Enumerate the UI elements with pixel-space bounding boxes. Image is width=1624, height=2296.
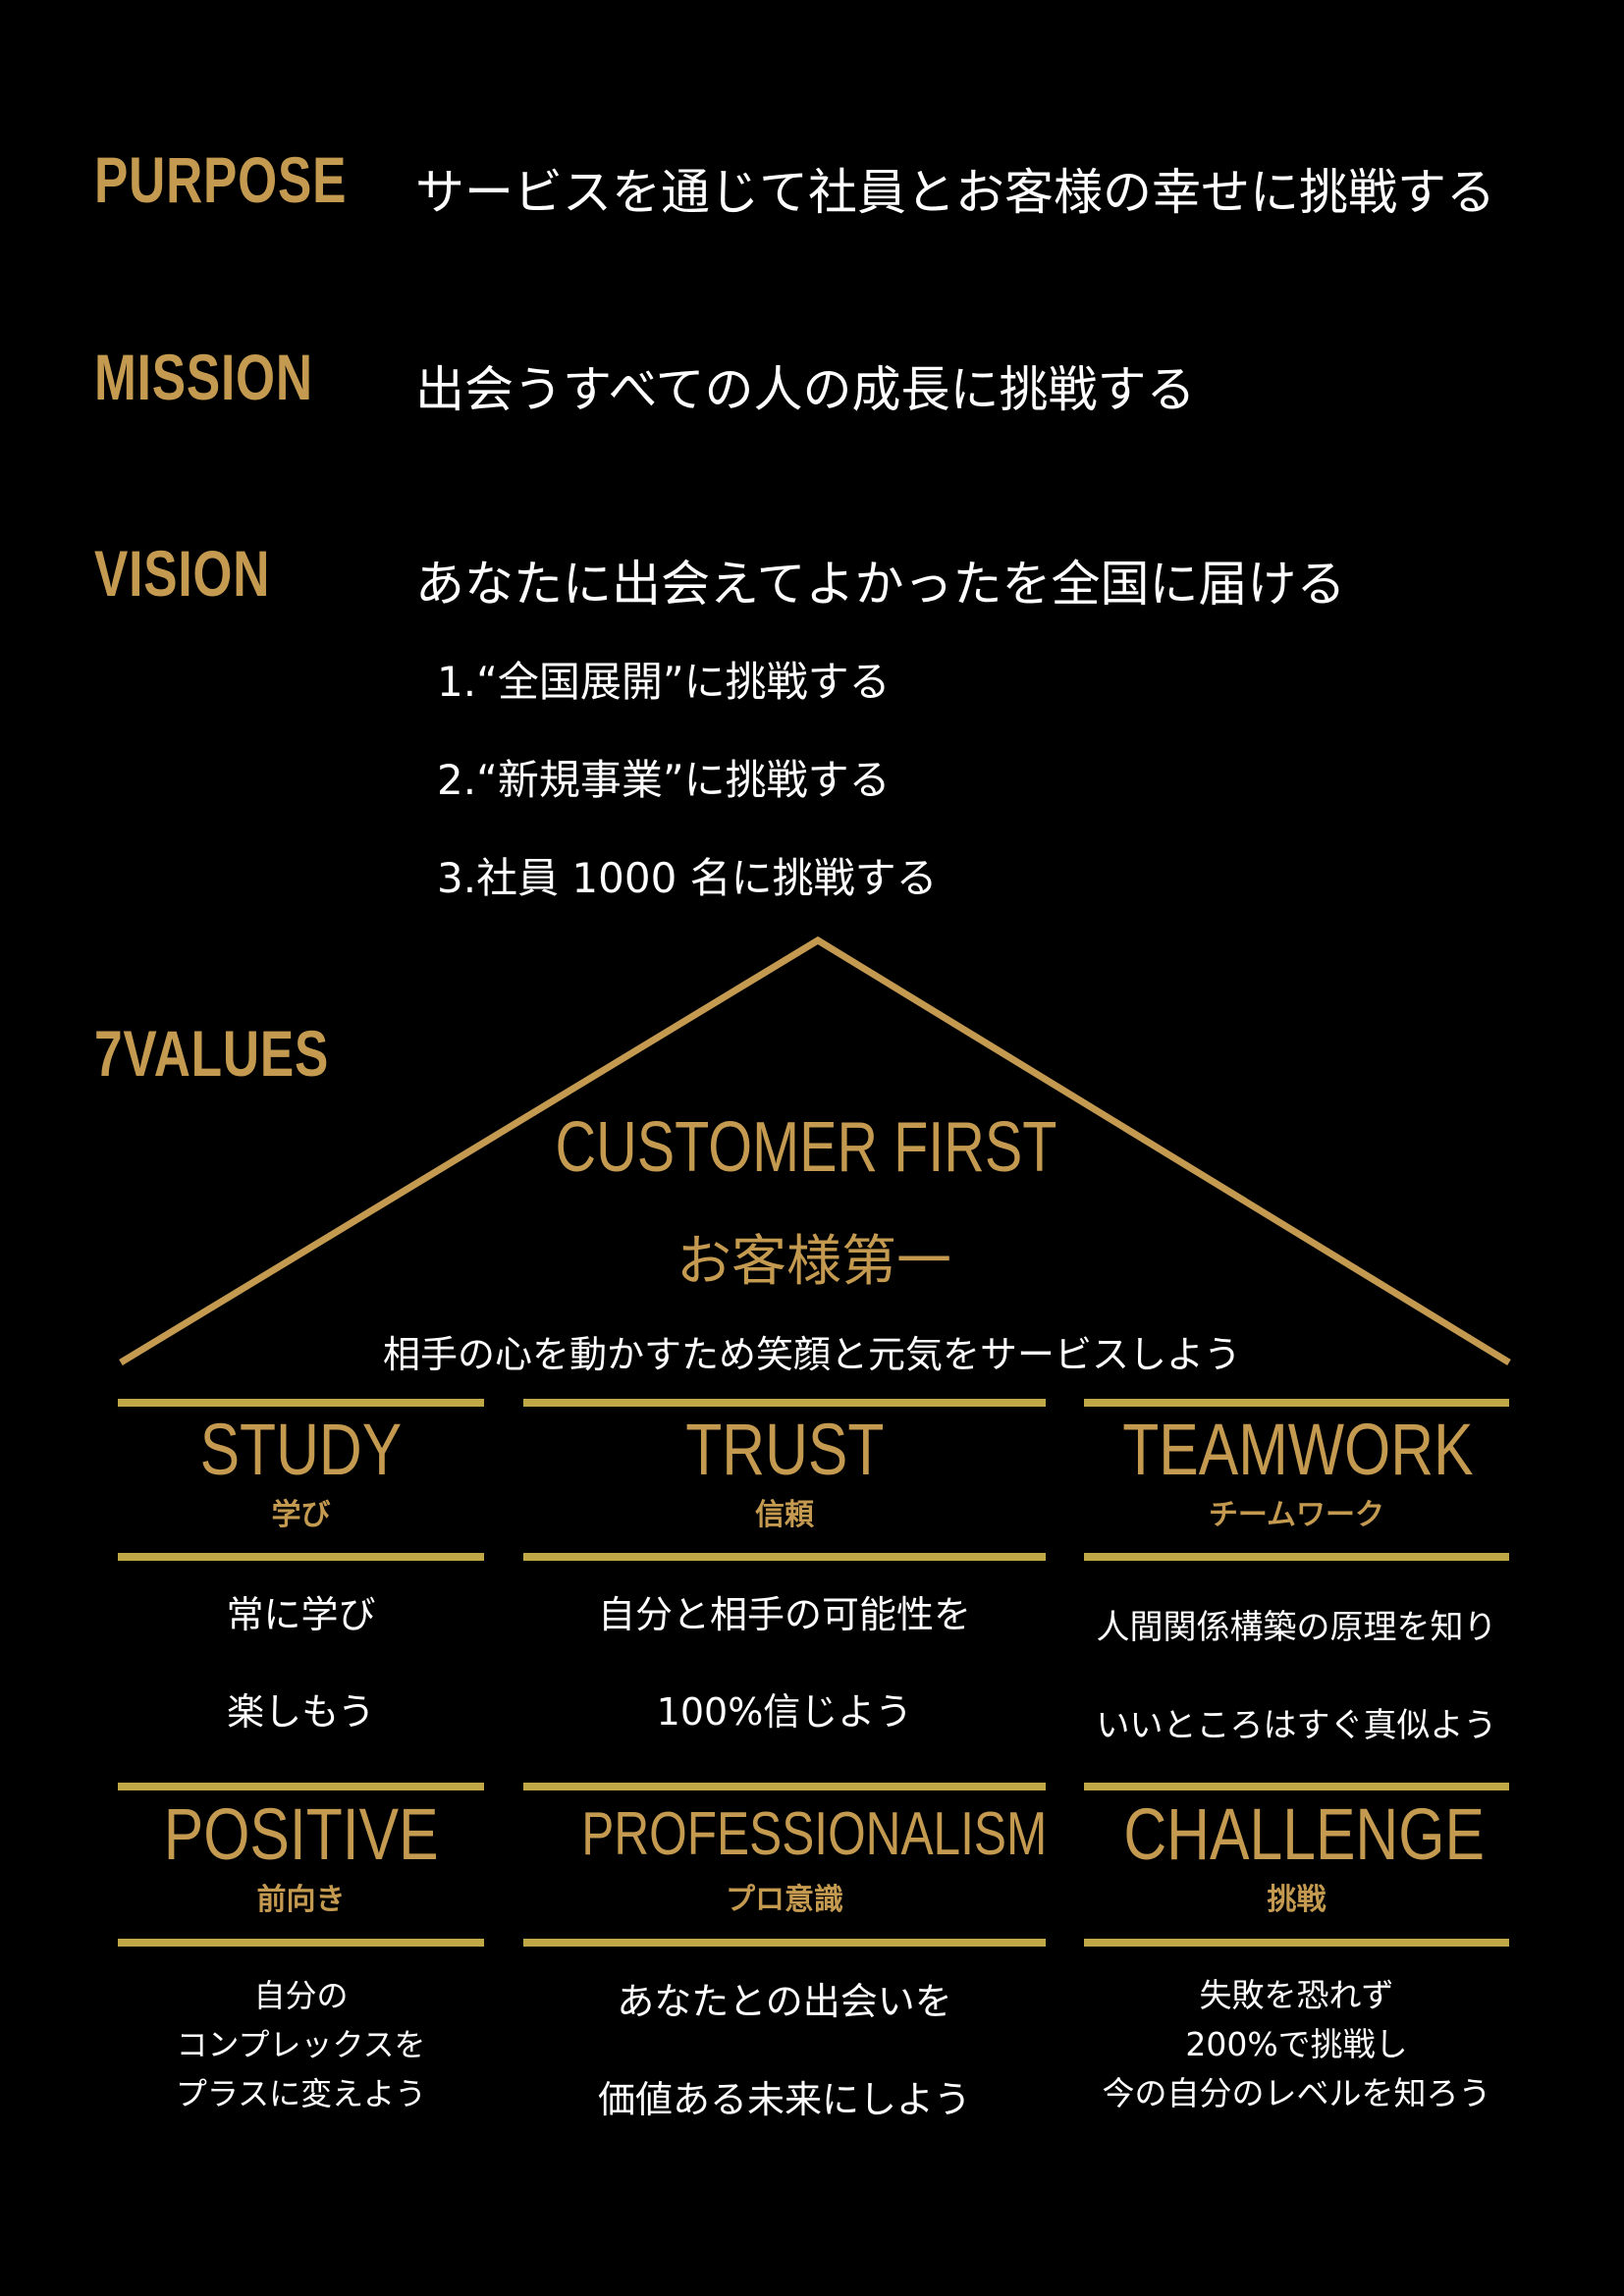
divider-bar xyxy=(523,1783,1046,1790)
value-description-line: 楽しもう xyxy=(227,1690,375,1734)
value-description-line: 今の自分のレベルを知ろう xyxy=(1102,2074,1491,2112)
divider-bar xyxy=(523,1399,1046,1407)
value-title-en: POSITIVE xyxy=(163,1793,439,1875)
value-title-ja: プロ意識 xyxy=(726,1883,843,1917)
value-description-line: 価値ある未来にしよう xyxy=(597,2078,971,2121)
value-description-line: 常に学び xyxy=(226,1593,376,1636)
value-description-line: 自分と相手の可能性を xyxy=(597,1593,971,1636)
divider-bar xyxy=(1084,1939,1509,1947)
purpose-statement: サービスを通じて社員とお客様の幸せに挑戦する xyxy=(415,164,1495,221)
value-title-ja: 挑戦 xyxy=(1267,1883,1326,1917)
value-title-en: STUDY xyxy=(199,1409,403,1490)
value-description-line: コンプレックスを xyxy=(176,2026,426,2063)
value-description-line: プラスに変えよう xyxy=(175,2075,427,2112)
divider-bar xyxy=(1084,1399,1509,1407)
value-card-professionalism: PROFESSIONALISM プロ意識 あなたとの出会いを 価値ある未来にしよ… xyxy=(523,1794,1048,2121)
divider-bar xyxy=(118,1553,484,1561)
divider-bar xyxy=(523,1939,1046,1947)
divider-bar xyxy=(118,1783,484,1790)
value-title-en: TRUST xyxy=(684,1409,885,1490)
value-description-line: 失敗を恐れず xyxy=(1199,1976,1394,2014)
core-value-title-ja: お客様第一 xyxy=(677,1230,951,1294)
divider-bar xyxy=(1084,1783,1509,1790)
values-label: 7VALUES xyxy=(94,1017,330,1090)
vision-goal-1: 1.“全国展開”に挑戦する xyxy=(437,658,891,706)
value-card-challenge: CHALLENGE 挑戦 失敗を恐れず 200%で挑戦し 今の自分のレベルを知ろ… xyxy=(1084,1793,1509,2113)
vision-label: VISION xyxy=(94,537,271,610)
value-description-line: いいところはすぐ真似よう xyxy=(1096,1706,1497,1745)
value-description-line: 200%で挑戦し xyxy=(1185,2025,1408,2063)
divider-bar xyxy=(118,1399,484,1407)
value-title-ja: 信頼 xyxy=(755,1498,814,1532)
value-description-line: 人間関係構築の原理を知り xyxy=(1096,1608,1497,1647)
value-title-ja: 前向き xyxy=(256,1883,346,1917)
value-title-en: TEAMWORK xyxy=(1122,1409,1474,1490)
mission-statement: 出会うすべての人の成長に挑戦する xyxy=(415,361,1196,418)
value-card-positive: POSITIVE 前向き 自分の コンプレックスを プラスに変えよう xyxy=(118,1793,484,2113)
divider-bar xyxy=(523,1553,1046,1561)
vision-statement: あなたに出会えてよかったを全国に届ける xyxy=(415,556,1346,613)
core-value-title-en: CUSTOMER FIRST xyxy=(555,1108,1057,1187)
purpose-label: PURPOSE xyxy=(94,143,348,216)
core-value-tagline: 相手の心を動かすため笑顔と元気をサービスしよう xyxy=(382,1333,1242,1376)
value-description-line: あなたとの出会いを xyxy=(617,1980,952,2023)
value-card-study: STUDY 学び 常に学び 楽しもう xyxy=(118,1409,484,1735)
divider-bar xyxy=(1084,1553,1509,1561)
value-card-teamwork: TEAMWORK チームワーク 人間関係構築の原理を知り いいところはすぐ真似よ… xyxy=(1084,1409,1509,1746)
value-title-ja: チームワーク xyxy=(1208,1498,1385,1532)
value-description-line: 100%信じよう xyxy=(656,1690,913,1734)
divider-bar xyxy=(118,1939,484,1947)
vision-goal-2: 2.“新規事業”に挑戦する xyxy=(437,756,891,804)
value-title-en: PROFESSIONALISM xyxy=(581,1800,1048,1868)
value-title-ja: 学び xyxy=(271,1498,331,1532)
vision-goal-3: 3.社員 1000 名に挑戦する xyxy=(437,854,938,902)
value-card-trust: TRUST 信頼 自分と相手の可能性を 100%信じよう xyxy=(523,1409,1046,1735)
value-description-line: 自分の xyxy=(253,1977,349,2014)
mission-label: MISSION xyxy=(94,341,313,413)
value-title-en: CHALLENGE xyxy=(1123,1793,1485,1875)
